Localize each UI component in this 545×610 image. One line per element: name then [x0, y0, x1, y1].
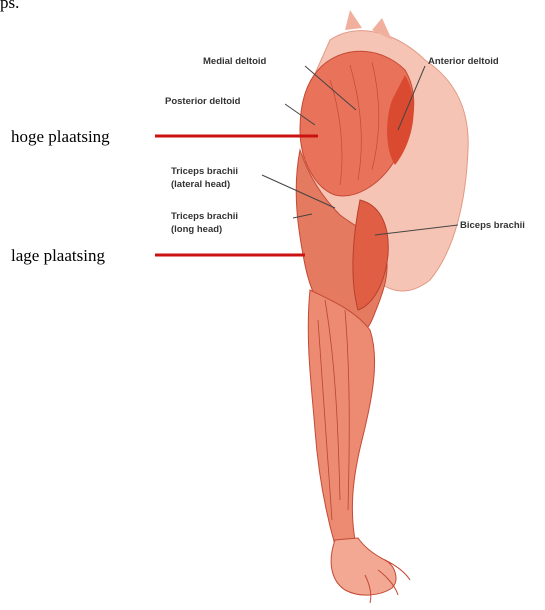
label-anterior-deltoid: Anterior deltoid: [428, 56, 499, 67]
high-placement-label: hoge plaatsing: [11, 127, 110, 146]
label-triceps-lateral-line2: (lateral head): [171, 179, 230, 190]
arm-muscle-illustration: [296, 10, 468, 603]
low-placement-label: lage plaatsing: [11, 246, 105, 265]
label-biceps-brachii: Biceps brachii: [460, 220, 525, 231]
label-triceps-long-line2: (long head): [171, 224, 222, 235]
hand: [331, 538, 396, 595]
label-triceps-lateral-line1: Triceps brachii: [171, 166, 238, 177]
label-medial-deltoid: Medial deltoid: [203, 56, 267, 67]
label-posterior-deltoid: Posterior deltoid: [165, 96, 241, 107]
label-triceps-long-line1: Triceps brachii: [171, 211, 238, 222]
top-cutoff-text: ps.: [0, 0, 19, 12]
